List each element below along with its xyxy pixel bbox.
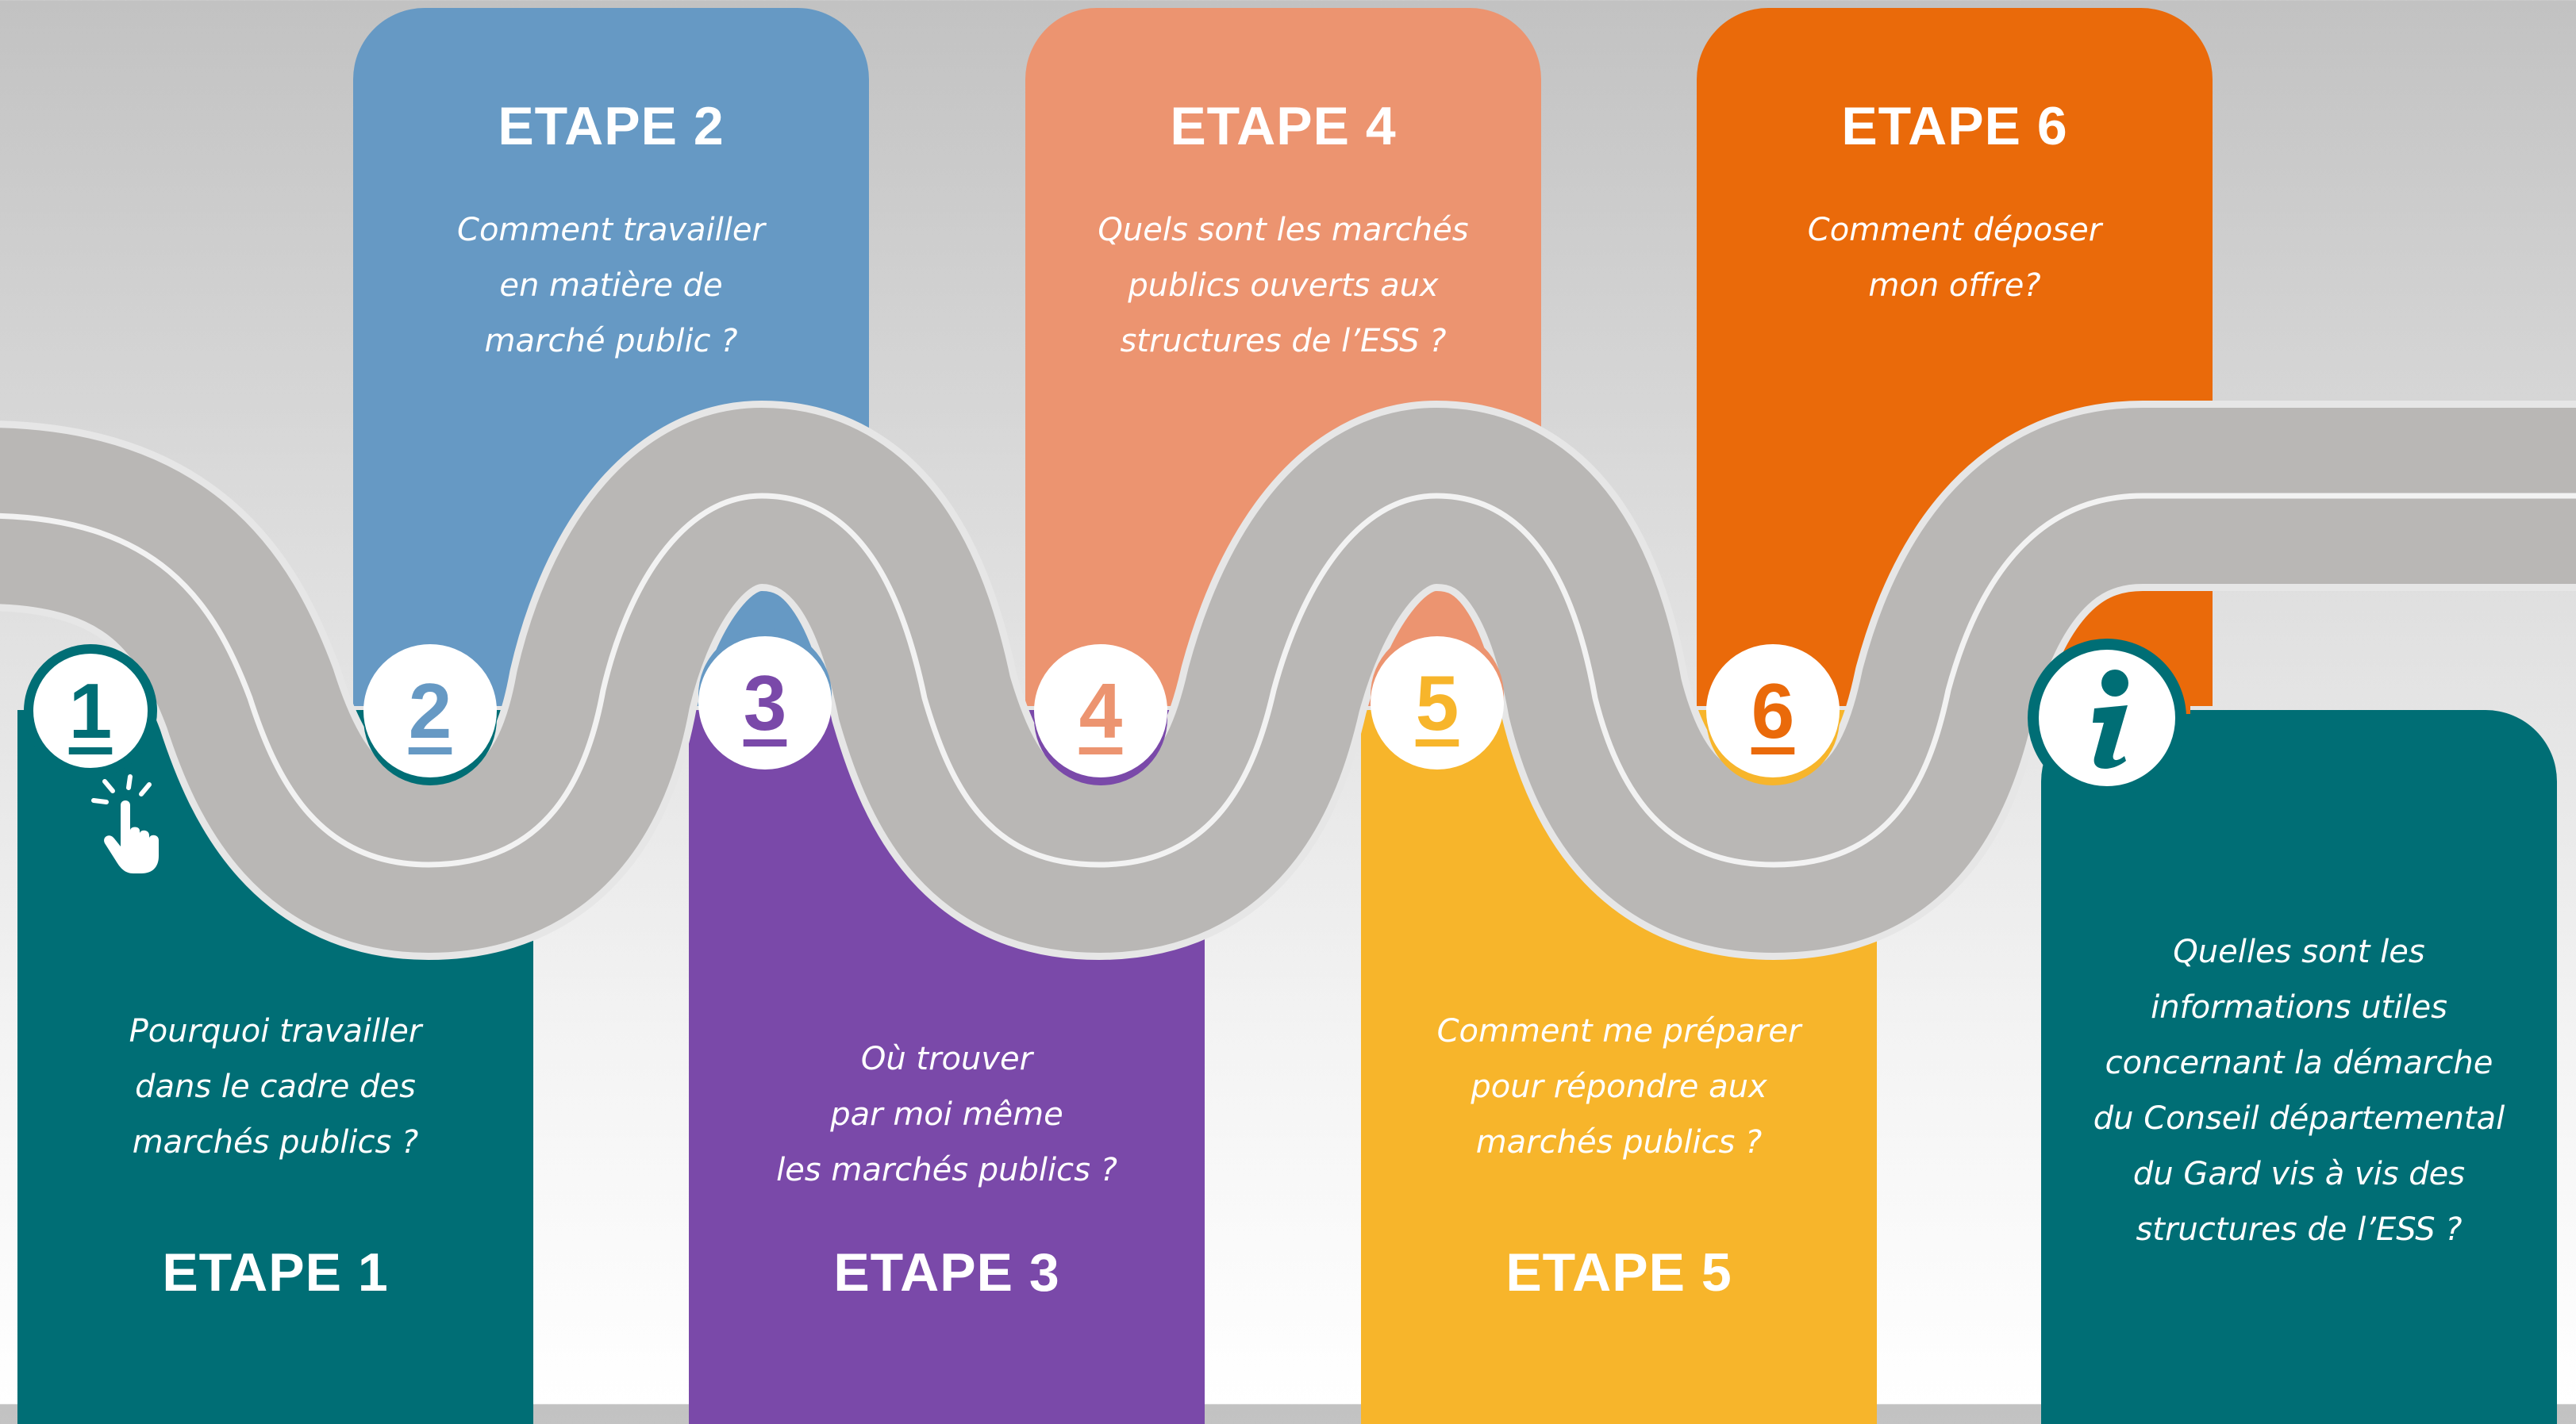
step-6-title: ETAPE 6 bbox=[1841, 96, 2068, 156]
step-2-question: Comment travailler en matière de marché … bbox=[457, 212, 765, 359]
step-3-title: ETAPE 3 bbox=[833, 1242, 1060, 1303]
step-3-badge[interactable]: 3 bbox=[698, 636, 832, 770]
step-4-title: ETAPE 4 bbox=[1170, 96, 1397, 156]
step-1-question: Pourquoi travailler dans le cadre des ma… bbox=[129, 1013, 422, 1161]
info-icon[interactable] bbox=[2028, 639, 2186, 797]
step-5-title: ETAPE 5 bbox=[1505, 1242, 1732, 1303]
step-6-badge[interactable]: 6 bbox=[1706, 644, 1840, 777]
step-5-badge[interactable]: 5 bbox=[1371, 636, 1504, 770]
info-glyph-icon bbox=[2093, 670, 2128, 769]
step-3-question: Où trouver par moi même les marchés publ… bbox=[776, 1041, 1117, 1188]
step-2-number: 2 bbox=[408, 666, 452, 754]
info-card[interactable]: Quelles sont les informations utiles con… bbox=[2041, 710, 2557, 1424]
step-5-question: Comment me préparer pour répondre aux ma… bbox=[1436, 1013, 1801, 1161]
step-1-number: 1 bbox=[68, 666, 113, 754]
step-1-badge[interactable]: 1 bbox=[24, 644, 157, 777]
step-6-question: Comment déposer mon offre? bbox=[1807, 212, 2102, 304]
step-2-badge[interactable]: 2 bbox=[363, 644, 497, 777]
step-3-number: 3 bbox=[743, 658, 787, 747]
step-4-question: Quels sont les marchés publics ouverts a… bbox=[1098, 212, 1469, 359]
step-4-number: 4 bbox=[1078, 666, 1123, 754]
step-5-number: 5 bbox=[1415, 658, 1459, 747]
step-4-badge[interactable]: 4 bbox=[1034, 644, 1167, 777]
step-1-title: ETAPE 1 bbox=[162, 1242, 389, 1303]
step-2-title: ETAPE 2 bbox=[498, 96, 725, 156]
hand-pointer-icon bbox=[91, 774, 159, 873]
step-6-number: 6 bbox=[1751, 666, 1795, 754]
info-question: Quelles sont les informations utiles con… bbox=[2093, 934, 2505, 1248]
